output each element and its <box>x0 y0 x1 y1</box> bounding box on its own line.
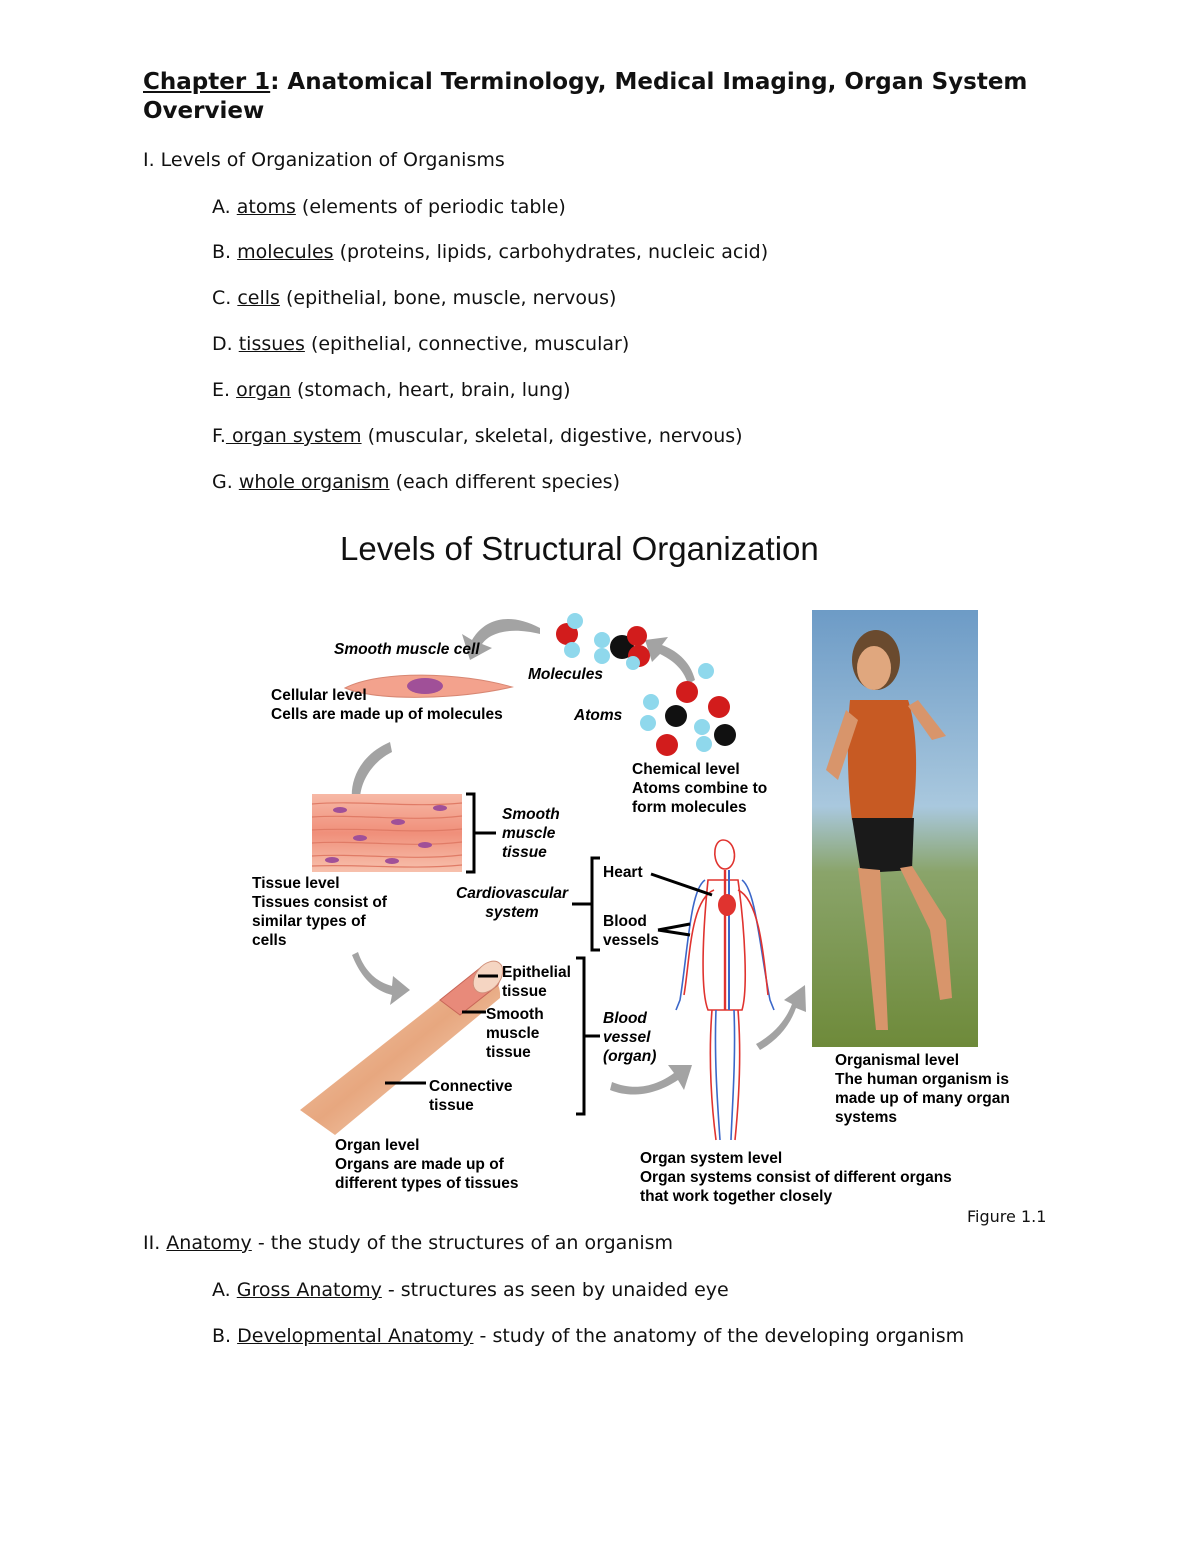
page-title: Chapter 1: Anatomical Terminology, Medic… <box>143 68 1083 126</box>
label-cardiovascular-system: Cardiovascular system <box>456 885 568 921</box>
chapter-title: : Anatomical Terminology, Medical Imagin… <box>143 69 1028 124</box>
list-item: C. cells (epithelial, bone, muscle, nerv… <box>212 287 617 309</box>
label-smooth-muscle-tissue: Smooth muscle tissue <box>502 806 560 861</box>
list-item: D. tissues (epithelial, connective, musc… <box>212 333 630 355</box>
muscle-cell-illustration <box>343 674 514 698</box>
label-connective-tissue: Connective tissue <box>429 1078 513 1114</box>
cardiovascular-system-illustration <box>675 839 775 1141</box>
list-item: A. atoms (elements of periodic table) <box>212 196 566 218</box>
list-item: B. molecules (proteins, lipids, carbohyd… <box>212 241 769 263</box>
figure-caption: Figure 1.1 <box>967 1207 1047 1226</box>
label-atoms: Atoms <box>574 707 623 724</box>
runner-photo <box>812 610 978 1047</box>
label-organismal-level: Organismal level The human organism is m… <box>835 1052 1010 1126</box>
label-epithelial-tissue: Epithelial tissue <box>502 964 571 1000</box>
list-item: E. organ (stomach, heart, brain, lung) <box>212 379 571 401</box>
label-molecules: Molecules <box>528 666 603 683</box>
label-chemical-level: Chemical level Atoms combine to form mol… <box>632 761 768 816</box>
label-organ-level: Organ level Organs are made up of differ… <box>335 1137 519 1192</box>
muscle-tissue-illustration <box>311 794 463 872</box>
label-cellular-level: Cellular level Cells are made up of mole… <box>271 687 503 723</box>
molecules-illustration <box>556 613 650 670</box>
label-organ-system-level: Organ system level Organ systems consist… <box>640 1150 952 1205</box>
list-item: B. Developmental Anatomy - study of the … <box>212 1325 965 1347</box>
label-blood-vessel-organ: Blood vessel (organ) <box>603 1010 657 1065</box>
list-item: G. whole organism (each different specie… <box>212 471 620 493</box>
figure-title: Levels of Structural Organization <box>340 530 819 567</box>
atoms-illustration <box>640 663 736 756</box>
chapter-label: Chapter 1 <box>143 69 271 95</box>
list-item: F. organ system (muscular, skeletal, dig… <box>212 425 743 447</box>
list-item: A. Gross Anatomy - structures as seen by… <box>212 1279 729 1301</box>
label-smooth-muscle-cell: Smooth muscle cell <box>334 641 480 658</box>
label-tissue-level: Tissue level Tissues consist of similar … <box>252 875 387 949</box>
label-blood-vessels: Blood vessels <box>603 913 660 949</box>
label-heart: Heart <box>603 864 643 881</box>
label-smooth-muscle-tissue-2: Smooth muscle tissue <box>486 1006 544 1061</box>
section-1-title: I. Levels of Organization of Organisms <box>143 149 505 171</box>
leader-lines <box>385 792 713 1116</box>
section-2-title: II. Anatomy - the study of the structure… <box>143 1232 674 1254</box>
